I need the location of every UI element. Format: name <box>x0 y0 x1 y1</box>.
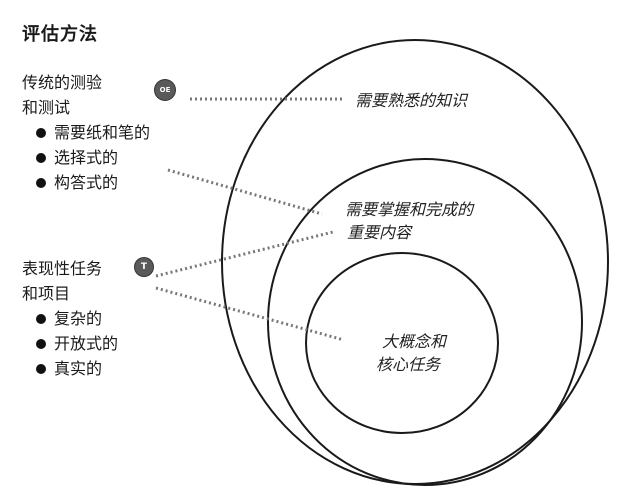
connector-performance-inner <box>155 286 345 342</box>
traditional-group: 传统的测验 和测试 需要纸和笔的 选择式的 构答式的 <box>22 70 150 195</box>
t-badge: T <box>135 258 153 276</box>
bullet-icon <box>36 152 46 163</box>
connector-performance-middle <box>155 230 334 278</box>
bullet-icon <box>36 338 46 349</box>
bullet-icon <box>36 127 46 138</box>
performance-heading-line1: 表现性任务 <box>22 259 103 278</box>
middle-zone-label: 需要掌握和完成的 重要内容 <box>345 198 473 244</box>
list-item: 选择式的 <box>36 145 150 170</box>
outer-zone-label: 需要熟悉的知识 <box>355 89 467 112</box>
bullet-icon <box>36 313 46 324</box>
traditional-heading-line2: 和测试 <box>22 98 71 117</box>
inner-zone-line1: 大概念和 <box>382 332 447 351</box>
list-item: 开放式的 <box>36 331 118 356</box>
list-item: 构答式的 <box>36 170 150 195</box>
performance-heading-line2: 和项目 <box>22 284 71 303</box>
middle-zone-line1: 需要掌握和完成的 <box>345 200 474 219</box>
list-item: 真实的 <box>36 356 118 381</box>
middle-ellipse <box>267 158 583 486</box>
inner-zone-line2: 核心任务 <box>376 355 441 374</box>
inner-ellipse <box>305 252 499 434</box>
bullet-icon <box>36 363 46 374</box>
traditional-list: 需要纸和笔的 选择式的 构答式的 <box>22 120 150 195</box>
traditional-heading-line1: 传统的测验 <box>22 73 103 92</box>
bullet-icon <box>36 177 46 188</box>
middle-zone-line2: 重要内容 <box>347 223 412 242</box>
outer-zone-text: 需要熟悉的知识 <box>355 91 468 110</box>
inner-zone-label: 大概念和 核心任务 <box>376 330 446 376</box>
diagram-title: 评估方法 <box>22 24 98 45</box>
performance-list: 复杂的 开放式的 真实的 <box>22 306 118 381</box>
performance-group: 表现性任务 和项目 复杂的 开放式的 真实的 <box>22 256 118 381</box>
list-item: 复杂的 <box>36 306 118 331</box>
list-item: 需要纸和笔的 <box>36 120 150 145</box>
connector-traditional-middle <box>167 168 323 216</box>
oe-badge: OE <box>155 80 175 100</box>
